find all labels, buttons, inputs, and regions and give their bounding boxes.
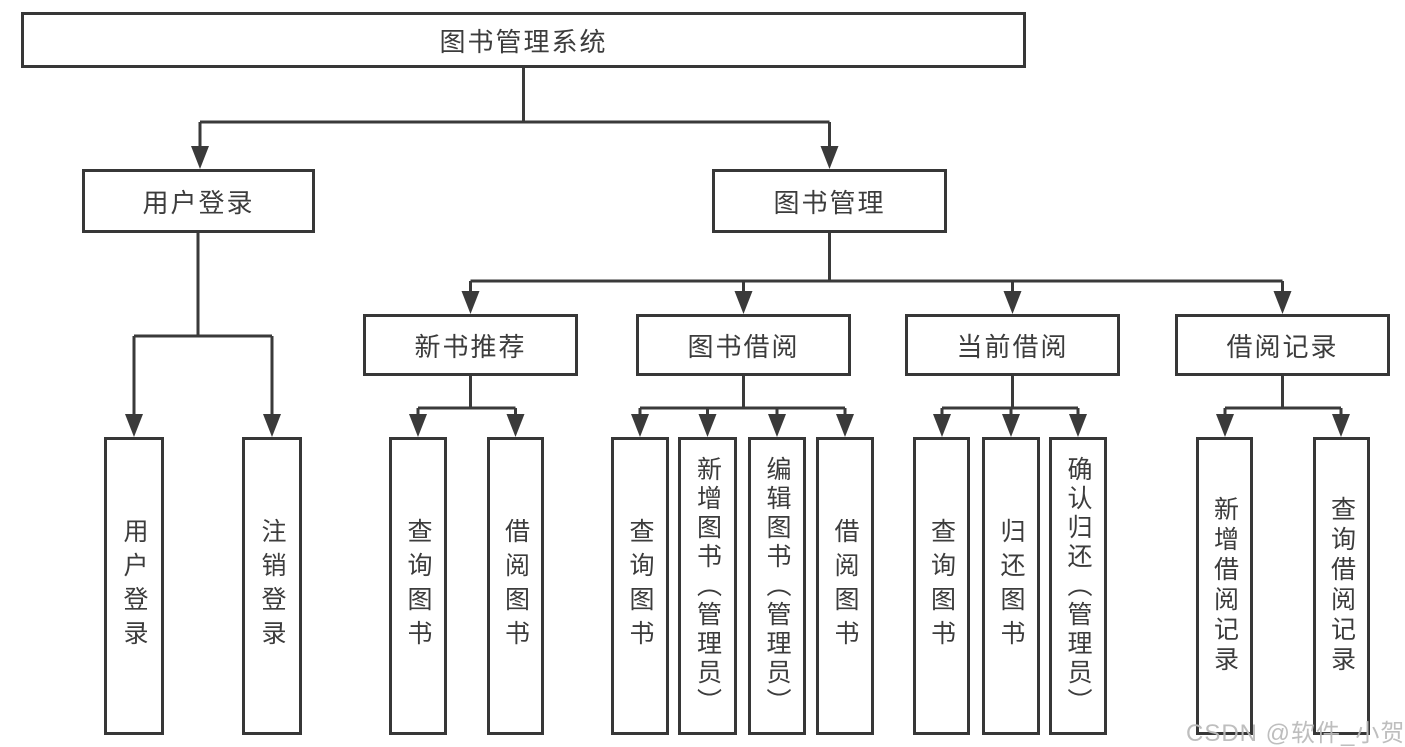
node-leaf-query-book-1: 查询图书 <box>389 437 447 735</box>
arrowhead-icon <box>1273 291 1292 314</box>
connector-line <box>1223 376 1343 418</box>
node-leaf-add-book-admin: 新增图书（管理员） <box>678 437 737 735</box>
arrowhead-icon <box>125 414 143 437</box>
node-leaf-logout: 注销登录 <box>242 437 302 735</box>
node-leaf-edit-book-admin: 编辑图书（管理员） <box>748 437 806 735</box>
node-leaf-user-login: 用户登录 <box>104 437 164 735</box>
arrowhead-icon <box>506 414 525 437</box>
node-leaf-query-borrow-record: 查询借阅记录 <box>1313 437 1370 735</box>
node-borrow-records: 借阅记录 <box>1175 314 1390 376</box>
arrowhead-icon <box>1003 291 1022 314</box>
node-root: 图书管理系统 <box>21 12 1026 68</box>
node-leaf-borrow-book-2: 借阅图书 <box>816 437 874 735</box>
arrowhead-icon <box>631 414 649 437</box>
connector-line <box>638 376 847 418</box>
arrowhead-icon <box>933 414 951 437</box>
node-leaf-query-book-3: 查询图书 <box>913 437 970 735</box>
connector-line <box>940 376 1080 418</box>
arrowhead-icon <box>461 291 480 314</box>
connector-line <box>416 376 517 418</box>
node-leaf-confirm-return: 确认归还（管理员） <box>1049 437 1107 735</box>
connector-line <box>132 233 274 418</box>
arrowhead-icon <box>191 146 209 169</box>
arrowhead-icon <box>768 414 786 437</box>
node-book-management: 图书管理 <box>712 169 947 233</box>
connector-line <box>198 68 831 150</box>
node-new-book-recommend: 新书推荐 <box>363 314 578 376</box>
node-leaf-borrow-book-1: 借阅图书 <box>487 437 544 735</box>
node-leaf-add-borrow-record: 新增借阅记录 <box>1196 437 1253 735</box>
arrowhead-icon <box>836 414 854 437</box>
arrowhead-icon <box>263 414 281 437</box>
arrowhead-icon <box>1069 414 1087 437</box>
arrowhead-icon <box>409 414 427 437</box>
node-leaf-return-book: 归还图书 <box>982 437 1040 735</box>
arrowhead-icon <box>820 146 839 169</box>
node-current-borrow: 当前借阅 <box>905 314 1120 376</box>
node-user-login: 用户登录 <box>82 169 315 233</box>
arrowhead-icon <box>1216 414 1234 437</box>
node-leaf-query-book-2: 查询图书 <box>611 437 669 735</box>
node-book-borrow: 图书借阅 <box>636 314 851 376</box>
arrowhead-icon <box>1002 414 1020 437</box>
arrowhead-icon <box>1332 414 1350 437</box>
arrowhead-icon <box>698 414 717 437</box>
arrowhead-icon <box>734 291 753 314</box>
connector-line <box>469 233 1284 295</box>
watermark: CSDN @软件_小贺同学 <box>1186 720 1405 747</box>
